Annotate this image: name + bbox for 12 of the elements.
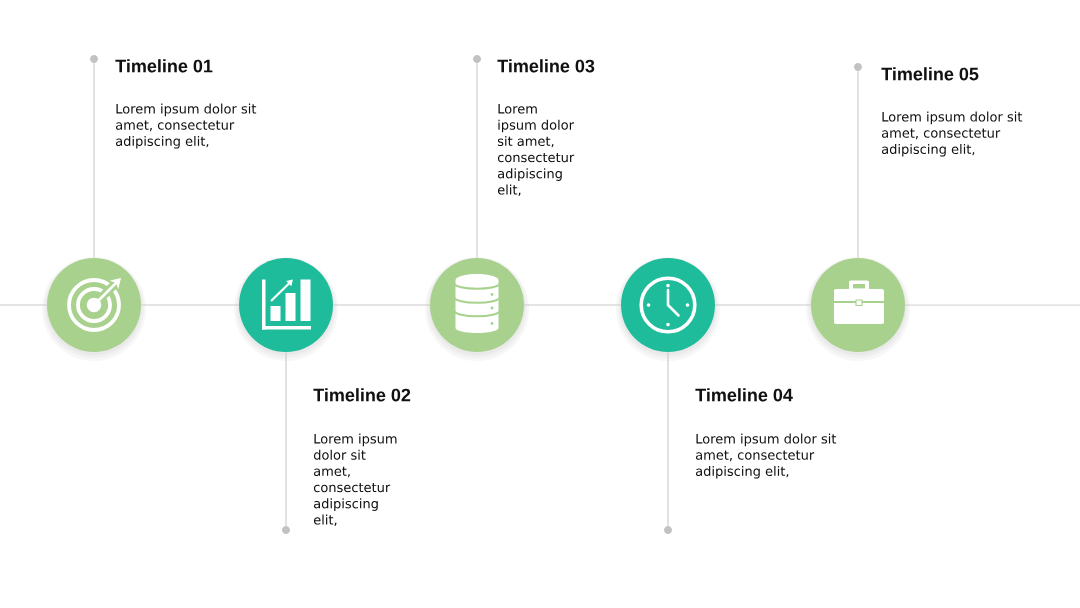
icon-circle xyxy=(616,257,720,361)
description-text: Lorem ipsum dolor sit amet, consectetur adipiscing elit, xyxy=(116,103,257,149)
description-text: Lorem ipsum dolor sit amet, consectetur adipiscing elit, xyxy=(497,103,575,196)
icon-circle xyxy=(42,257,146,361)
description-text: Lorem ipsum dolor sit amet, consectetur adipiscing elit, xyxy=(313,433,397,526)
timeline-heading: Timeline 01 xyxy=(115,59,213,73)
description-text: Lorem ipsum dolor sit amet, consectetur adipiscing elit, xyxy=(696,433,837,479)
timeline-heading: Timeline 02 xyxy=(313,388,411,402)
timeline-heading: Timeline 04 xyxy=(695,388,793,402)
timeline-heading: Timeline 03 xyxy=(497,59,595,73)
timeline-heading: Timeline 05 xyxy=(881,67,979,81)
description-text: Lorem ipsum dolor sit amet, consectetur adipiscing elit, xyxy=(882,111,1023,157)
